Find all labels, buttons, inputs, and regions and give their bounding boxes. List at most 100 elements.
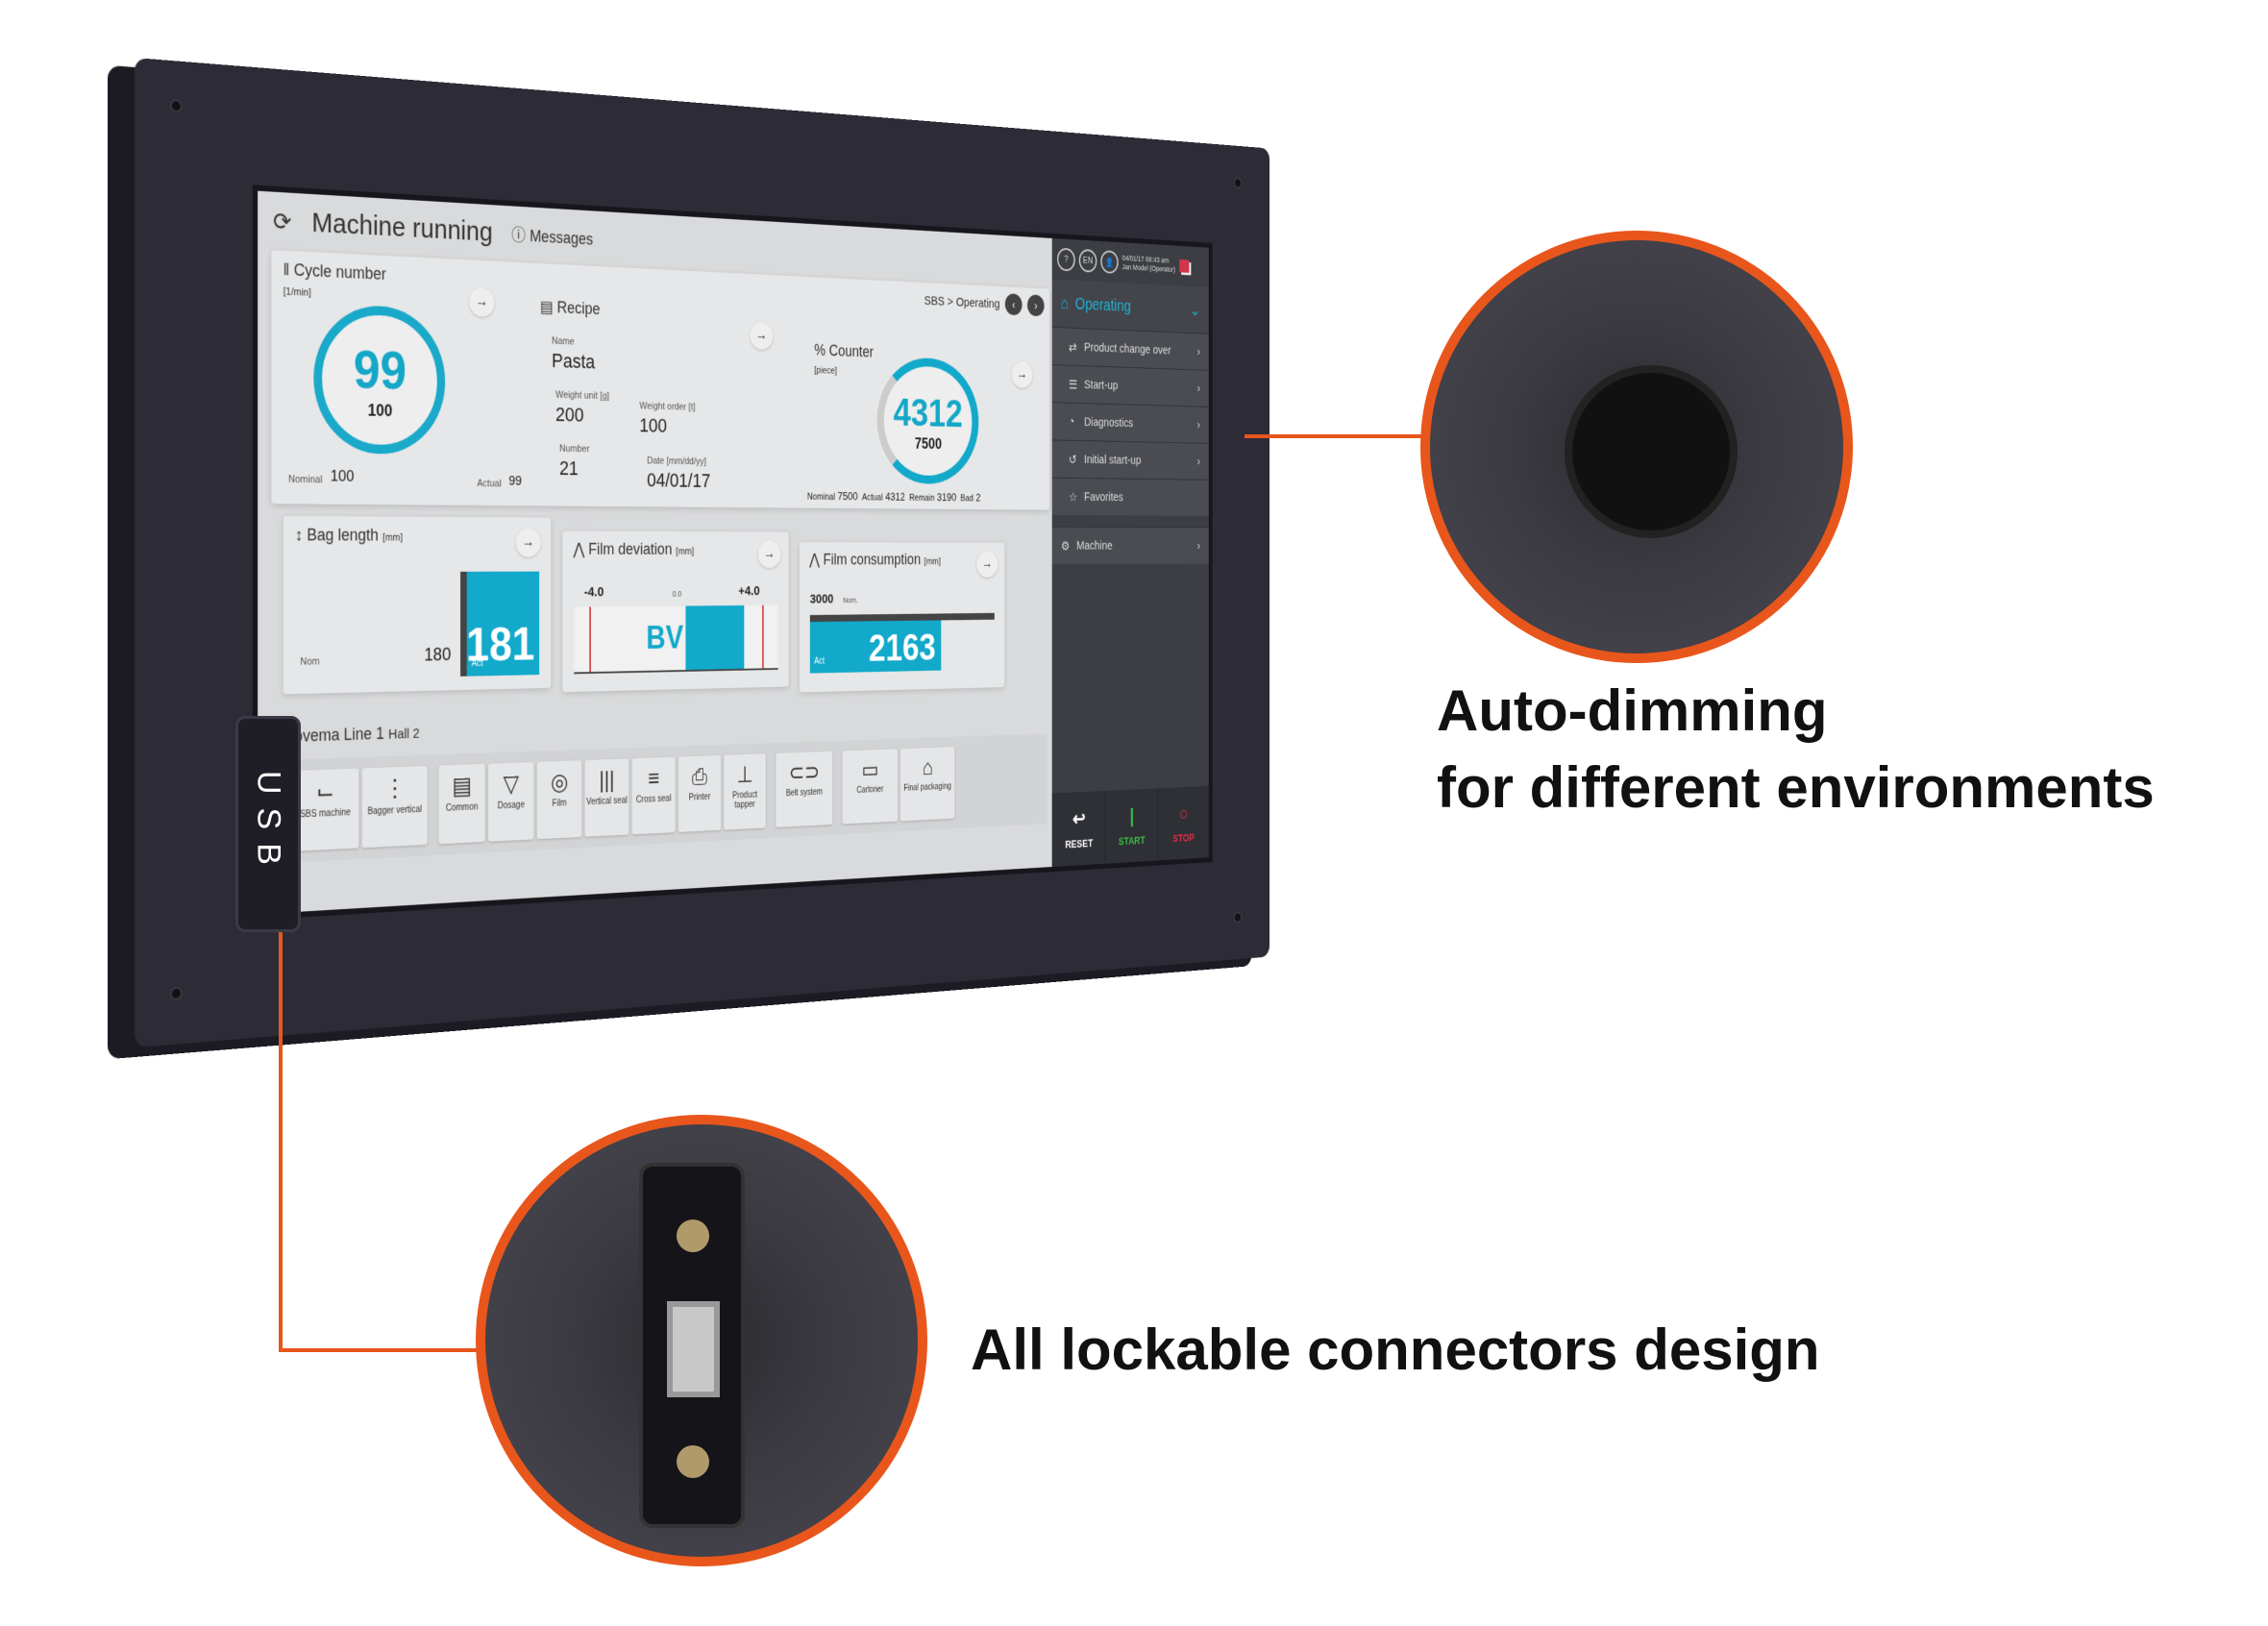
help-button[interactable]: ? <box>1057 247 1075 272</box>
user-name: Jan Model (Operator) <box>1122 262 1176 274</box>
toolbar-item-printer[interactable]: ⎙Printer <box>678 754 722 832</box>
toolbar-item-final-packaging[interactable]: ⌂Final packaging <box>900 747 955 822</box>
counter-remain: 3190 <box>937 490 957 504</box>
toolbar-item-label: Vertical seal <box>586 796 628 808</box>
toolbar-item-common[interactable]: ▤Common <box>438 763 485 845</box>
start-icon: | <box>1129 804 1134 827</box>
light-sensor-closeup <box>1420 231 1853 663</box>
chevron-right-icon: › <box>1196 538 1200 553</box>
cycle-unit: [1/min] <box>283 285 311 299</box>
hmi-screen: ⟳ Machine running ⓘ Messages ‖ Cycle num… <box>252 185 1213 921</box>
bag-length-title: ↕ Bag length [mm] <box>295 525 404 545</box>
history-icon: ↺ <box>1069 453 1077 467</box>
toolbar-item-product-tapper[interactable]: ⊥Product tapper <box>724 753 766 830</box>
toolbar-item-label: Cross seal <box>635 794 672 805</box>
tapper-icon: ⊥ <box>736 760 753 788</box>
toolbar-item-dosage[interactable]: ▽Dosage <box>488 761 534 842</box>
film-roll-icon: ◎ <box>550 768 569 796</box>
toolbar-item-belt-system[interactable]: ⊂⊃Belt system <box>776 751 833 827</box>
usb-label: USB <box>250 770 287 878</box>
deviation-limit-max <box>762 604 764 669</box>
sidebar-item-diagnostics[interactable]: ◔Diagnostics› <box>1051 402 1209 443</box>
counter-detail-button[interactable]: → <box>1011 360 1033 389</box>
bag-nom-label: Nom <box>300 655 320 668</box>
cross-seal-icon: ≡ <box>648 764 660 792</box>
film-deviation-detail-button[interactable]: → <box>757 540 781 569</box>
bag-length-detail-button[interactable]: → <box>515 528 541 557</box>
film-deviation-title-text: Film deviation <box>588 540 673 558</box>
chevron-right-icon: › <box>1196 344 1200 359</box>
stop-label: STOP <box>1172 830 1195 845</box>
cycle-detail-button[interactable]: → <box>469 286 495 318</box>
counter-title: % Counter[piece] <box>814 341 874 379</box>
weight-order-label: Weight order [t] <box>639 401 696 413</box>
consumption-act-label: Act <box>814 656 825 667</box>
recipe-name: Pasta <box>552 349 596 374</box>
recipe-date-label: Date [mm/dd/yy] <box>647 456 706 468</box>
reset-label: RESET <box>1065 836 1094 851</box>
sidebar-item-machine[interactable]: ⚙Machine› <box>1051 526 1209 564</box>
counter-target: 7500 <box>914 434 943 453</box>
reset-button[interactable]: ↩RESET <box>1051 790 1106 868</box>
callout-line-usb-h <box>279 1348 485 1352</box>
sidebar-section-operating[interactable]: ⌂Operating⌄ <box>1051 279 1209 333</box>
weight-order: 100 <box>639 413 667 437</box>
sidebar-item-label: Favorites <box>1084 489 1123 505</box>
belt-icon: ⊂⊃ <box>788 758 820 786</box>
sidebar-item-initial-start-up[interactable]: ↺Initial start-up› <box>1051 439 1209 480</box>
stop-button[interactable]: ○STOP <box>1157 785 1209 861</box>
cycle-gauge: 99 100 <box>313 303 446 456</box>
usb-port-panel: USB <box>235 716 301 932</box>
recipe-detail-button[interactable]: → <box>750 321 774 351</box>
window-icon[interactable] <box>1178 259 1190 273</box>
counter-gauge: 4312 7500 <box>876 356 979 485</box>
caption-auto-dimming: Auto-dimming <box>1437 678 1828 743</box>
screw <box>169 986 183 1001</box>
film-consumption-detail-button[interactable]: → <box>976 551 998 578</box>
cycle-title: ‖ Cycle number[1/min] <box>283 259 386 299</box>
toolbar-item-cross-seal[interactable]: ≡ Cross seal <box>631 756 676 835</box>
deviation-mid: 0.0 <box>672 589 682 599</box>
deviation-bar: BV <box>574 604 778 675</box>
toolbar-item-bagger-vertical[interactable]: ⋮Bagger vertical <box>361 765 428 849</box>
bag-length-title-text: Bag length <box>307 525 379 545</box>
cartoner-icon: ▭ <box>861 756 879 783</box>
toolbar-item-film[interactable]: ◎Film <box>536 760 582 840</box>
counter-nominal-label: Nominal <box>806 491 836 503</box>
toolbar-item-label: Printer <box>688 792 711 803</box>
vertical-seal-icon: ||| <box>599 766 615 794</box>
forward-button[interactable]: › <box>1026 294 1045 317</box>
funnel-icon: ▽ <box>503 770 519 798</box>
back-button[interactable]: ‹ <box>1004 293 1023 316</box>
toolbar-item-label: Common <box>445 801 479 814</box>
deviation-label: BV <box>646 619 684 656</box>
bagger-icon: ⋮ <box>383 774 406 803</box>
home-icon: ⌂ <box>1061 293 1070 312</box>
machine-toolbar: ⌙SBS machine⋮Bagger vertical▤Common▽Dosa… <box>283 733 1048 864</box>
cycle-title-text: Cycle number <box>293 260 386 283</box>
messages-link[interactable]: ⓘ Messages <box>511 226 594 249</box>
counter-actual: 4312 <box>885 489 905 504</box>
callout-line-usb <box>279 932 283 1352</box>
consumption-nom: 3000 <box>809 591 834 607</box>
start-button[interactable]: |START <box>1105 788 1158 864</box>
language-button[interactable]: EN <box>1078 248 1097 273</box>
chevron-right-icon: › <box>1196 455 1200 469</box>
bag-act-bar: Act 181 <box>460 571 540 677</box>
counter-bad-label: Bad <box>960 493 974 505</box>
toolbar-item-sbs-machine[interactable]: ⌙SBS machine <box>291 768 359 851</box>
film-consumption-title-text: Film consumption <box>823 551 922 568</box>
toolbar-item-vertical-seal[interactable]: ||| Vertical seal <box>584 758 629 837</box>
counter-unit: [piece] <box>814 365 837 377</box>
screw <box>169 98 183 113</box>
bag-act-value: 181 <box>466 618 535 672</box>
toolbar-item-cartoner[interactable]: ▭Cartoner <box>842 749 899 825</box>
usb-connector-icon <box>639 1163 745 1528</box>
star-icon: ☆ <box>1069 490 1078 505</box>
sidebar-item-favorites[interactable]: ☆ Favorites <box>1051 477 1209 516</box>
sidebar-item-product-change-over[interactable]: ⇄Product change over› <box>1051 326 1209 370</box>
sidebar-item-start-up[interactable]: ☰Start-up› <box>1051 364 1209 406</box>
user-icon[interactable]: 👤 <box>1100 250 1119 274</box>
